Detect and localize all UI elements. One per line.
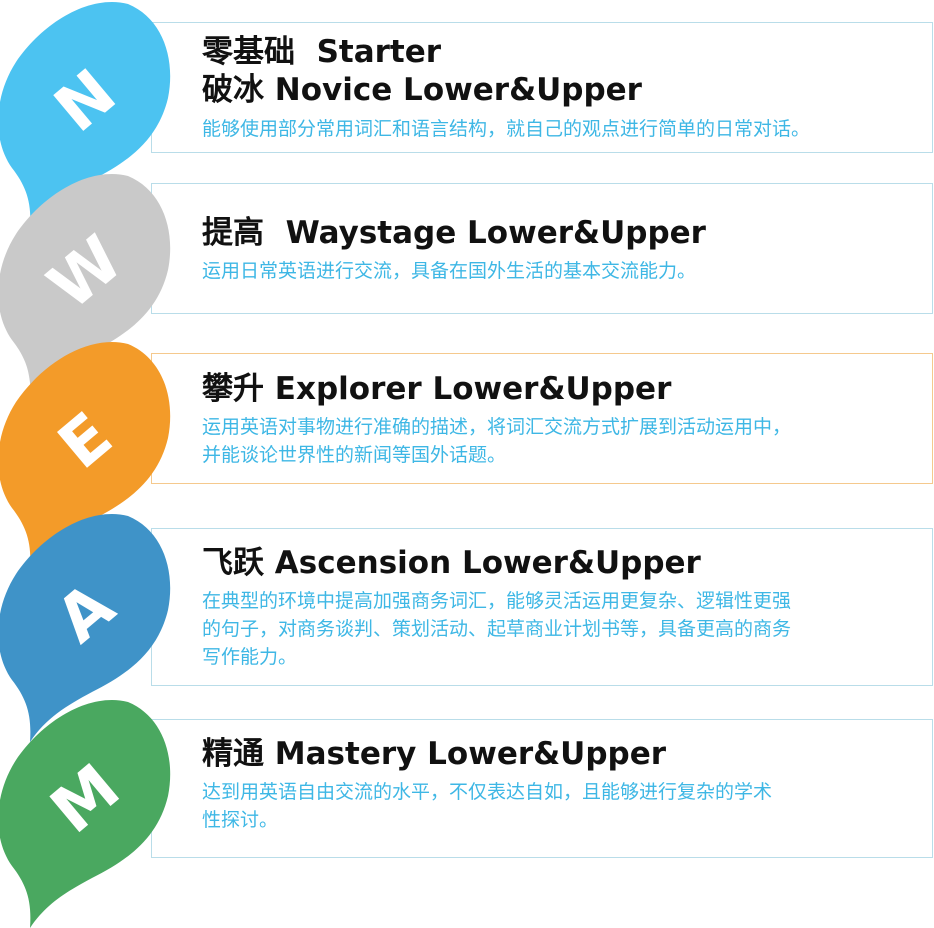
level-description: 在典型的环境中提高加强商务词汇，能够灵活运用更复杂、逻辑性更强 的句子，对商务谈… [202, 590, 792, 668]
level-card-novice: 零基础 Starter 破冰 Novice Lower&Upper 能够使用部分… [151, 22, 933, 153]
level-description: 运用日常英语进行交流，具备在国外生活的基本交流能力。 [202, 260, 697, 282]
teardrop-badge-shape [0, 174, 171, 402]
level-card-explorer: 攀升 Explorer Lower&Upper 运用英语对事物进行准确的描述，将… [151, 353, 933, 484]
level-title: 零基础 Starter 破冰 Novice Lower&Upper [202, 34, 642, 108]
badge-a: A [0, 512, 175, 742]
level-title: 提高 Waystage Lower&Upper [202, 215, 706, 251]
level-card-mastery: 精通 Mastery Lower&Upper 达到用英语自由交流的水平，不仅表达… [151, 719, 933, 858]
level-card-ascension: 飞跃 Ascension Lower&Upper 在典型的环境中提高加强商务词汇… [151, 528, 933, 686]
level-title: 飞跃 Ascension Lower&Upper [202, 545, 701, 581]
level-title: 精通 Mastery Lower&Upper [202, 736, 667, 772]
teardrop-badge-shape [0, 700, 171, 928]
level-description: 达到用英语自由交流的水平，不仅表达自如，且能够进行复杂的学术 性探讨。 [202, 781, 773, 831]
level-title: 攀升 Explorer Lower&Upper [202, 371, 672, 407]
teardrop-badge-shape [0, 2, 171, 230]
badge-m: M [0, 698, 175, 928]
badge-n: N [0, 0, 175, 230]
teardrop-badge-shape [0, 514, 171, 742]
level-description: 能够使用部分常用词汇和语言结构，就自己的观点进行简单的日常对话。 [202, 118, 811, 140]
badge-w: W [0, 172, 175, 402]
teardrop-badge-shape [0, 342, 171, 570]
level-card-waystage: 提高 Waystage Lower&Upper 运用日常英语进行交流，具备在国外… [151, 183, 933, 314]
level-description: 运用英语对事物进行准确的描述，将词汇交流方式扩展到活动运用中， 并能谈论世界性的… [202, 416, 792, 466]
badge-e: E [0, 340, 175, 570]
